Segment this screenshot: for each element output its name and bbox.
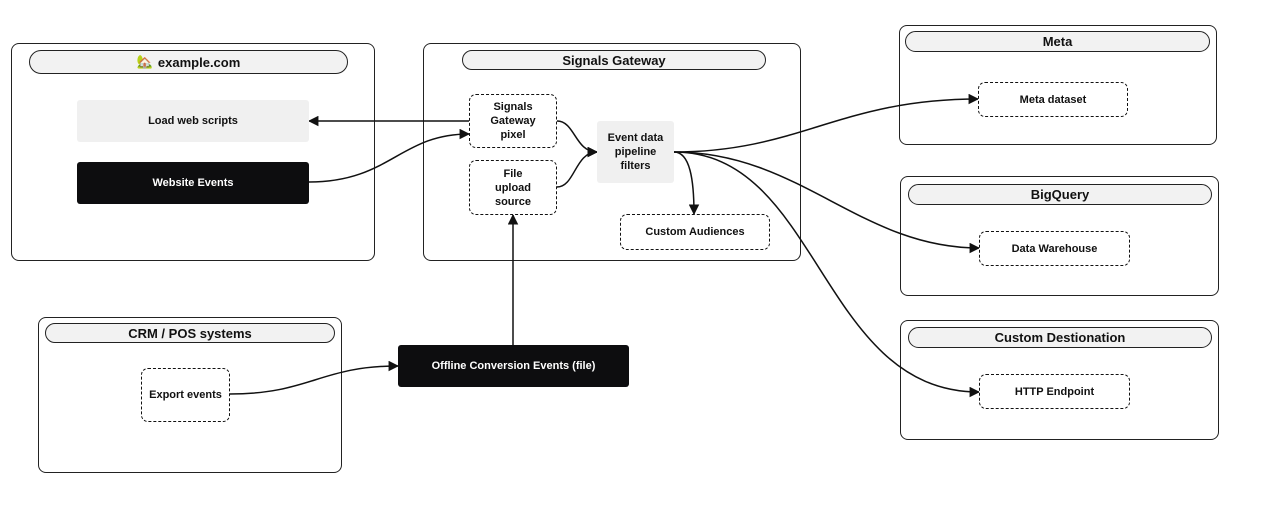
group-title-example-com: 🏡 example.com (29, 50, 348, 74)
node-export-events: Export events (141, 368, 230, 422)
group-title-crm-pos: CRM / POS systems (45, 323, 335, 343)
edge-file-upload-to-pipeline (556, 146, 599, 188)
group-title-text: Meta (1042, 34, 1073, 49)
group-title-text: Signals Gateway (562, 52, 666, 68)
group-title-bigquery: BigQuery (908, 184, 1212, 205)
node-file-upload-source: File upload source (469, 160, 557, 215)
group-title-signals-gateway: Signals Gateway (462, 50, 766, 70)
node-meta-dataset: Meta dataset (978, 82, 1128, 117)
house-icon: 🏡 (136, 54, 153, 69)
edge-website-events-to-pixel (308, 128, 471, 183)
node-offline-conversion-events: Offline Conversion Events (file) (398, 345, 629, 387)
node-load-web-scripts: Load web scripts (77, 100, 309, 142)
edge-pipeline-to-custom-audiences (673, 151, 700, 216)
node-signals-gateway-pixel: Signals Gateway pixel (469, 94, 557, 148)
edge-pipeline-to-http (673, 151, 981, 398)
group-example-com (11, 43, 375, 261)
node-website-events: Website Events (77, 162, 309, 204)
group-title-text: CRM / POS systems (128, 325, 252, 341)
edge-export-to-offline (229, 360, 400, 395)
group-title-custom-destination: Custom Destionation (908, 327, 1212, 348)
node-data-warehouse: Data Warehouse (979, 231, 1130, 266)
group-title-text: Custom Destionation (994, 330, 1126, 345)
node-custom-audiences: Custom Audiences (620, 214, 770, 250)
edge-pipeline-to-warehouse (673, 151, 981, 254)
group-title-text: example.com (157, 54, 241, 70)
edge-pipeline-to-meta (673, 93, 980, 153)
group-title-meta: Meta (905, 31, 1210, 52)
node-http-endpoint: HTTP Endpoint (979, 374, 1130, 409)
node-event-pipeline: Event data pipeline filters (597, 121, 674, 183)
edge-pixel-to-pipeline (556, 120, 599, 158)
group-title-text: BigQuery (1030, 187, 1090, 202)
